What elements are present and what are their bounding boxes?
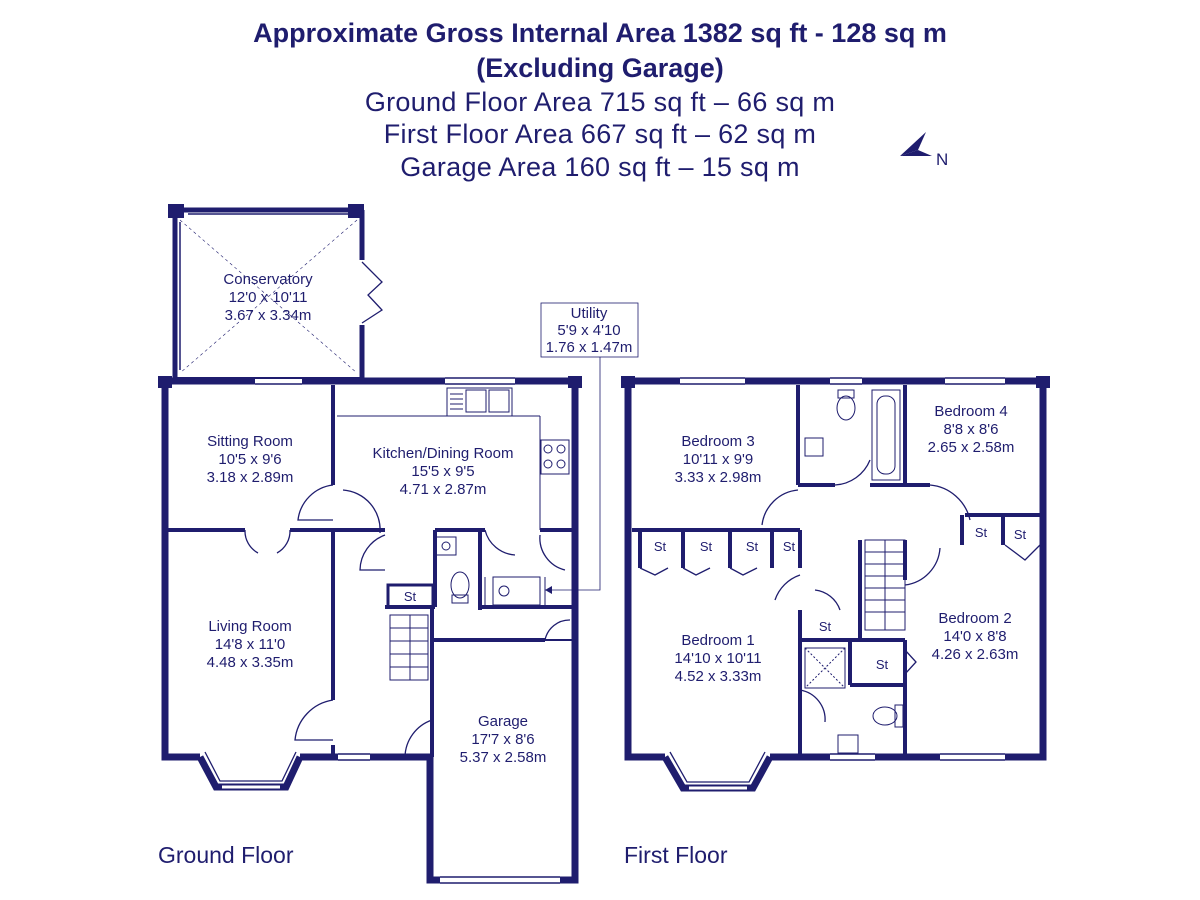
storage-label: St [819, 619, 832, 634]
sitting-room-name: Sitting Room [207, 433, 293, 450]
bedroom3-metric: 3.33 x 2.98m [675, 469, 762, 486]
room-label-sitting: Sitting Room 10'5 x 9'6 3.18 x 2.89m [207, 433, 294, 486]
room-label-bedroom4: Bedroom 4 8'8 x 8'6 2.65 x 2.58m [928, 403, 1015, 456]
first-floor-plan [621, 376, 1050, 792]
gross-area-title: Approximate Gross Internal Area 1382 sq … [253, 18, 947, 48]
first-floor-label: First Floor [624, 842, 728, 868]
bedroom4-metric: 2.65 x 2.58m [928, 439, 1015, 456]
ground-floor-area: Ground Floor Area 715 sq ft – 66 sq m [364, 87, 836, 117]
ground-door-swings [244, 484, 571, 758]
bedroom2-metric: 4.26 x 2.63m [932, 646, 1019, 663]
kitchen-imperial: 15'5 x 9'5 [411, 463, 474, 480]
room-label-kitchen: Kitchen/Dining Room 15'5 x 9'5 4.71 x 2.… [373, 445, 514, 498]
storage-label: St [404, 589, 417, 604]
living-room-imperial: 14'8 x 11'0 [215, 636, 286, 653]
first-door-swings [639, 459, 1041, 723]
first-fixtures [804, 389, 906, 754]
room-label-utility: Utility 5'9 x 4'10 1.76 x 1.47m [546, 305, 633, 356]
north-label: N [936, 150, 948, 169]
living-room-name: Living Room [208, 618, 291, 635]
utility-imperial: 5'9 x 4'10 [557, 322, 620, 339]
ground-wall-corners [158, 376, 582, 388]
room-label-bedroom1: Bedroom 1 14'10 x 10'11 4.52 x 3.33m [674, 632, 761, 685]
storage-label: St [654, 539, 667, 554]
garage-name: Garage [478, 713, 528, 730]
ground-fixtures [337, 387, 570, 681]
living-room-metric: 4.48 x 3.35m [207, 654, 294, 671]
conservatory-metric: 3.67 x 3.34m [225, 307, 312, 324]
excluding-garage-note: (Excluding Garage) [476, 53, 724, 83]
room-label-conservatory: Conservatory 12'0 x 10'11 3.67 x 3.34m [223, 271, 313, 324]
garage-imperial: 17'7 x 8'6 [471, 731, 534, 748]
kitchen-name: Kitchen/Dining Room [373, 445, 514, 462]
bedroom2-name: Bedroom 2 [938, 610, 1011, 627]
ground-interior-walls [168, 385, 575, 757]
storage-label: St [700, 539, 713, 554]
bedroom1-imperial: 14'10 x 10'11 [674, 650, 761, 667]
ground-windows [255, 377, 560, 884]
ground-floor-plan [158, 204, 582, 884]
bedroom1-metric: 4.52 x 3.33m [675, 668, 762, 685]
storage-label: St [783, 539, 796, 554]
storage-label: St [1014, 527, 1027, 542]
room-label-garage: Garage 17'7 x 8'6 5.37 x 2.58m [460, 713, 547, 766]
utility-callout [540, 302, 639, 594]
utility-name: Utility [571, 305, 608, 322]
first-windows [680, 377, 1005, 761]
bedroom2-imperial: 14'0 x 8'8 [943, 628, 1006, 645]
room-label-bedroom2: Bedroom 2 14'0 x 8'8 4.26 x 2.63m [932, 610, 1019, 663]
sitting-room-metric: 3.18 x 2.89m [207, 469, 294, 486]
first-interior-walls [632, 385, 1040, 757]
storage-label: St [876, 657, 889, 672]
north-arrow-icon: N [900, 132, 948, 169]
bedroom4-imperial: 8'8 x 8'6 [944, 421, 999, 438]
room-label-living: Living Room 14'8 x 11'0 4.48 x 3.35m [207, 618, 294, 671]
storage-label: St [975, 525, 988, 540]
room-label-bedroom3: Bedroom 3 10'11 x 9'9 3.33 x 2.98m [675, 433, 762, 486]
garage-metric: 5.37 x 2.58m [460, 749, 547, 766]
storage-label: St [746, 539, 759, 554]
utility-metric: 1.76 x 1.47m [546, 339, 633, 356]
living-bay-window [196, 751, 304, 791]
garage-area: Garage Area 160 sq ft – 15 sq m [400, 152, 800, 182]
first-wall-corners [621, 376, 1050, 388]
ground-floor-label: Ground Floor [158, 842, 294, 868]
bedroom1-name: Bedroom 1 [681, 632, 754, 649]
kitchen-metric: 4.71 x 2.87m [400, 481, 487, 498]
bedroom1-bay-window [661, 751, 774, 792]
bedroom4-name: Bedroom 4 [934, 403, 1007, 420]
first-outer-walls [624, 377, 1047, 761]
bedroom3-name: Bedroom 3 [681, 433, 754, 450]
first-floor-area: First Floor Area 667 sq ft – 62 sq m [383, 119, 817, 149]
bedroom3-imperial: 10'11 x 9'9 [683, 451, 754, 468]
sitting-room-imperial: 10'5 x 9'6 [218, 451, 281, 468]
storage-labels: St St St St St St St St St [404, 525, 1027, 672]
conservatory-name: Conservatory [223, 271, 313, 288]
conservatory-imperial: 12'0 x 10'11 [229, 289, 308, 306]
